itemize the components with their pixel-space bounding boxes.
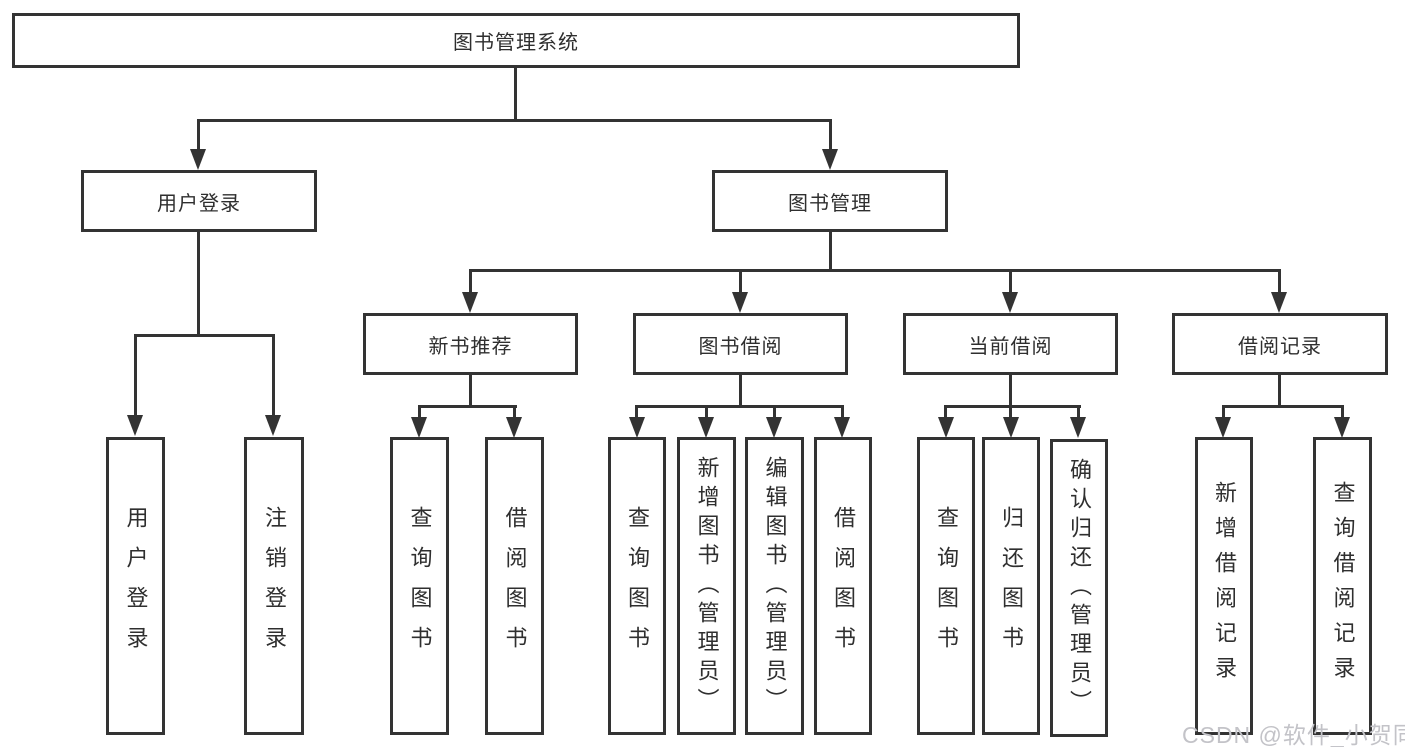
node-current-borrow: 当前借阅: [903, 313, 1118, 375]
leaf-borrow-add-book-admin-label: 新增图书（管理员）: [694, 455, 720, 717]
leaf-borrow-add-book-admin: 新增图书（管理员）: [677, 437, 736, 735]
arrow-down-icon: [834, 417, 850, 438]
leaf-current-return-book-label: 归还图书: [999, 506, 1024, 666]
node-book-management: 图书管理: [712, 170, 948, 232]
arrow-down-icon: [1002, 292, 1018, 313]
connector-line: [1278, 269, 1281, 294]
connector-line: [1341, 405, 1344, 418]
connector-line: [134, 334, 275, 337]
arrow-down-icon: [938, 417, 954, 438]
node-new-book-recommend: 新书推荐: [363, 313, 578, 375]
connector-line: [1222, 405, 1225, 418]
connector-line: [944, 405, 1081, 408]
arrow-down-icon: [462, 292, 478, 313]
leaf-recommend-query-book: 查询图书: [390, 437, 449, 735]
connector-line: [739, 269, 742, 294]
arrow-down-icon: [127, 415, 143, 436]
csdn-watermark: CSDN @软件_小贺同学: [1182, 722, 1405, 747]
connector-line: [134, 334, 137, 416]
node-user-login-label: 用户登录: [157, 192, 241, 215]
node-user-login: 用户登录: [81, 170, 317, 232]
connector-line: [841, 405, 844, 418]
connector-line: [469, 269, 472, 294]
connector-line: [469, 269, 1281, 272]
leaf-recommend-borrow-book-label: 借阅图书: [502, 506, 528, 666]
leaf-borrow-query-book: 查询图书: [608, 437, 666, 735]
connector-line: [1278, 375, 1281, 407]
leaf-borrow-edit-book-admin: 编辑图书（管理员）: [745, 437, 804, 735]
arrow-down-icon: [1215, 417, 1231, 438]
node-borrow-record: 借阅记录: [1172, 313, 1388, 375]
leaf-record-add-record: 新增借阅记录: [1195, 437, 1253, 735]
connector-line: [514, 68, 517, 121]
node-book-borrow: 图书借阅: [633, 313, 848, 375]
arrow-down-icon: [1070, 417, 1086, 438]
arrow-down-icon: [1334, 417, 1350, 438]
leaf-current-query-book-label: 查询图书: [934, 506, 959, 666]
leaf-logout: 注销登录: [244, 437, 304, 735]
connector-line: [829, 119, 832, 151]
connector-line: [197, 232, 200, 336]
connector-line: [469, 375, 472, 407]
leaf-recommend-query-book-label: 查询图书: [407, 506, 433, 666]
node-book-borrow-label: 图书借阅: [698, 335, 783, 358]
connector-line: [513, 405, 516, 418]
arrow-down-icon: [265, 415, 281, 436]
connector-line: [1009, 405, 1012, 418]
connector-line: [272, 334, 275, 416]
leaf-user-login: 用户登录: [106, 437, 165, 735]
arrow-down-icon: [1271, 292, 1287, 313]
connector-line: [197, 119, 832, 122]
node-current-borrow-label: 当前借阅: [968, 335, 1053, 358]
connector-line: [418, 405, 517, 408]
leaf-record-query-record-label: 查询借阅记录: [1330, 481, 1356, 691]
leaf-current-confirm-return-admin: 确认归还（管理员）: [1050, 439, 1108, 737]
arrow-down-icon: [629, 417, 645, 438]
connector-line: [1009, 269, 1012, 294]
connector-line: [1222, 405, 1344, 408]
arrow-down-icon: [732, 292, 748, 313]
arrow-down-icon: [190, 149, 206, 170]
leaf-borrow-borrow-book: 借阅图书: [814, 437, 872, 735]
node-root-label: 图书管理系统: [453, 32, 579, 54]
leaf-current-confirm-return-admin-label: 确认归还（管理员）: [1067, 457, 1092, 719]
connector-line: [1077, 405, 1080, 418]
leaf-current-query-book: 查询图书: [917, 437, 975, 735]
arrow-down-icon: [411, 417, 427, 438]
connector-line: [773, 405, 776, 418]
node-new-book-recommend-label: 新书推荐: [428, 335, 513, 358]
connector-line: [1009, 375, 1012, 407]
leaf-borrow-edit-book-admin-label: 编辑图书（管理员）: [762, 455, 788, 717]
leaf-recommend-borrow-book: 借阅图书: [485, 437, 544, 735]
leaf-user-login-label: 用户登录: [123, 506, 149, 666]
arrow-down-icon: [766, 417, 782, 438]
connector-line: [418, 405, 421, 418]
leaf-logout-label: 注销登录: [262, 506, 287, 666]
arrow-down-icon: [1003, 417, 1019, 438]
arrow-down-icon: [698, 417, 714, 438]
connector-line: [944, 405, 947, 418]
arrow-down-icon: [822, 149, 838, 170]
leaf-current-return-book: 归还图书: [982, 437, 1040, 735]
connector-line: [739, 375, 742, 407]
leaf-record-query-record: 查询借阅记录: [1313, 437, 1372, 735]
connector-line: [635, 405, 844, 408]
connector-line: [829, 232, 832, 271]
connector-line: [635, 405, 638, 418]
node-root: 图书管理系统: [12, 13, 1020, 68]
node-borrow-record-label: 借阅记录: [1238, 335, 1322, 358]
leaf-borrow-borrow-book-label: 借阅图书: [831, 506, 856, 666]
node-book-management-label: 图书管理: [788, 192, 872, 215]
leaf-record-add-record-label: 新增借阅记录: [1212, 481, 1237, 691]
leaf-borrow-query-book-label: 查询图书: [625, 506, 650, 666]
arrow-down-icon: [506, 417, 522, 438]
connector-line: [705, 405, 708, 418]
connector-line: [197, 119, 200, 151]
